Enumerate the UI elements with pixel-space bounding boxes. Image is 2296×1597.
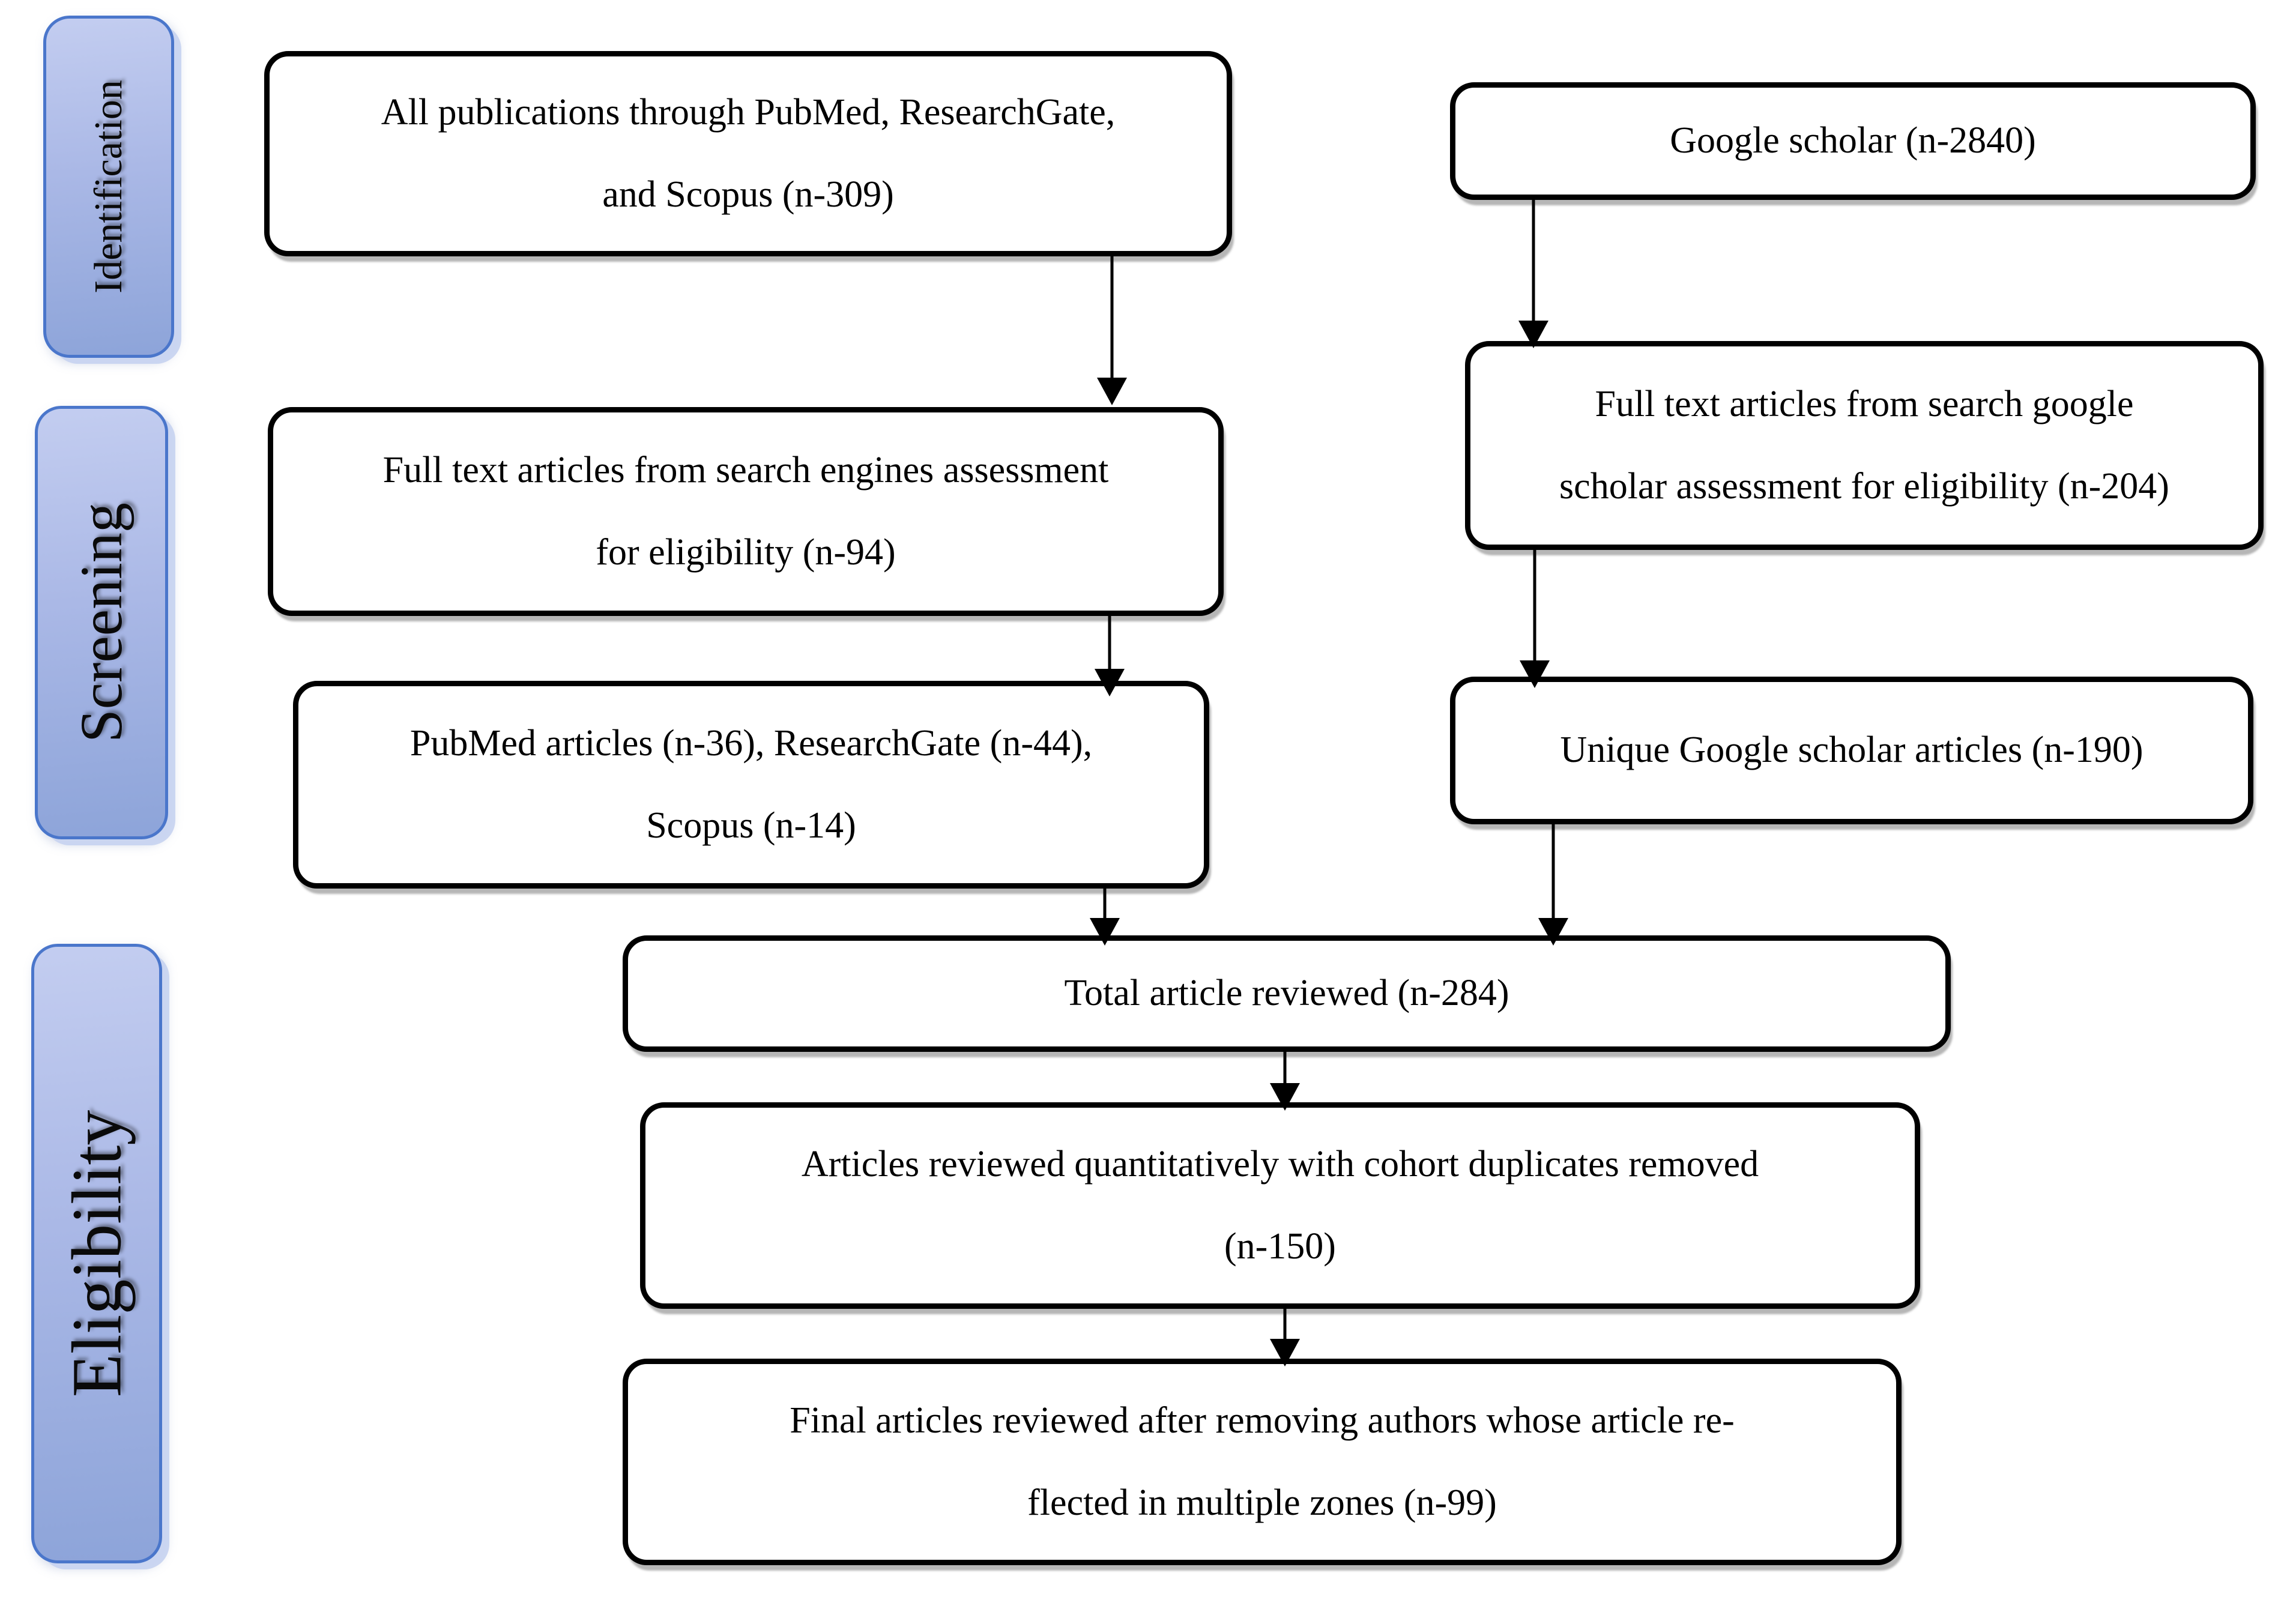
box-full-text-search-engines: Full text articles from search engines a… xyxy=(268,407,1224,616)
box-final-reviewed: Final articles reviewed after removing a… xyxy=(623,1359,1902,1565)
stage-screening-label: Screening xyxy=(68,503,135,743)
box-source-breakdown-line2: Scopus (n-14) xyxy=(646,805,856,846)
box-total-reviewed: Total article reviewed (n-284) xyxy=(623,935,1951,1052)
box-full-text-search-engines-line2: for eligibility (n-94) xyxy=(596,532,896,573)
box-full-text-google-scholar-line2: scholar assessment for eligibility (n-20… xyxy=(1559,466,2169,507)
box-all-publications: All publications through PubMed, Researc… xyxy=(264,51,1232,256)
arrow-googlescholar-to-fulltext xyxy=(1518,199,1548,348)
box-unique-google-scholar: Unique Google scholar articles (n-190) xyxy=(1450,677,2253,824)
stage-eligibility-label: Eligibility xyxy=(57,1109,136,1398)
stage-eligibility: Eligibility xyxy=(31,944,162,1563)
arrow-total-to-duplicates xyxy=(1270,1052,1300,1111)
box-final-reviewed-line2: flected in multiple zones (n-99) xyxy=(1027,1482,1497,1523)
box-source-breakdown-line1: PubMed articles (n-36), ResearchGate (n-… xyxy=(409,722,1093,764)
box-duplicates-removed: Articles reviewed quantitatively with co… xyxy=(640,1102,1920,1309)
box-all-publications-line2: and Scopus (n-309) xyxy=(602,174,894,215)
arrow-unique-to-total xyxy=(1538,823,1568,946)
box-duplicates-removed-line2: (n-150) xyxy=(1224,1226,1336,1267)
arrow-publications-to-fulltext xyxy=(1097,256,1127,405)
box-all-publications-line1: All publications through PubMed, Researc… xyxy=(381,91,1116,133)
box-full-text-search-engines-line1: Full text articles from search engines a… xyxy=(382,449,1109,491)
box-full-text-google-scholar: Full text articles from search google sc… xyxy=(1465,341,2264,550)
stage-identification-label: Identification xyxy=(86,80,130,294)
box-unique-google-scholar-line1: Unique Google scholar articles (n-190) xyxy=(1560,729,2143,771)
arrow-fulltextgoogle-to-unique xyxy=(1520,550,1550,688)
box-google-scholar-line1: Google scholar (n-2840) xyxy=(1670,120,2036,162)
stage-screening: Screening xyxy=(35,406,168,839)
arrow-duplicates-to-final xyxy=(1270,1309,1300,1366)
box-duplicates-removed-line1: Articles reviewed quantitatively with co… xyxy=(801,1143,1759,1185)
arrow-fulltext-to-breakdown xyxy=(1095,615,1125,696)
box-final-reviewed-line1: Final articles reviewed after removing a… xyxy=(790,1399,1735,1441)
box-full-text-google-scholar-line1: Full text articles from search google xyxy=(1595,383,2134,424)
stage-identification: Identification xyxy=(43,16,174,358)
arrow-breakdown-to-total xyxy=(1090,889,1120,946)
box-total-reviewed-line1: Total article reviewed (n-284) xyxy=(1064,973,1509,1014)
box-google-scholar: Google scholar (n-2840) xyxy=(1450,82,2256,200)
box-source-breakdown: PubMed articles (n-36), ResearchGate (n-… xyxy=(293,681,1209,889)
